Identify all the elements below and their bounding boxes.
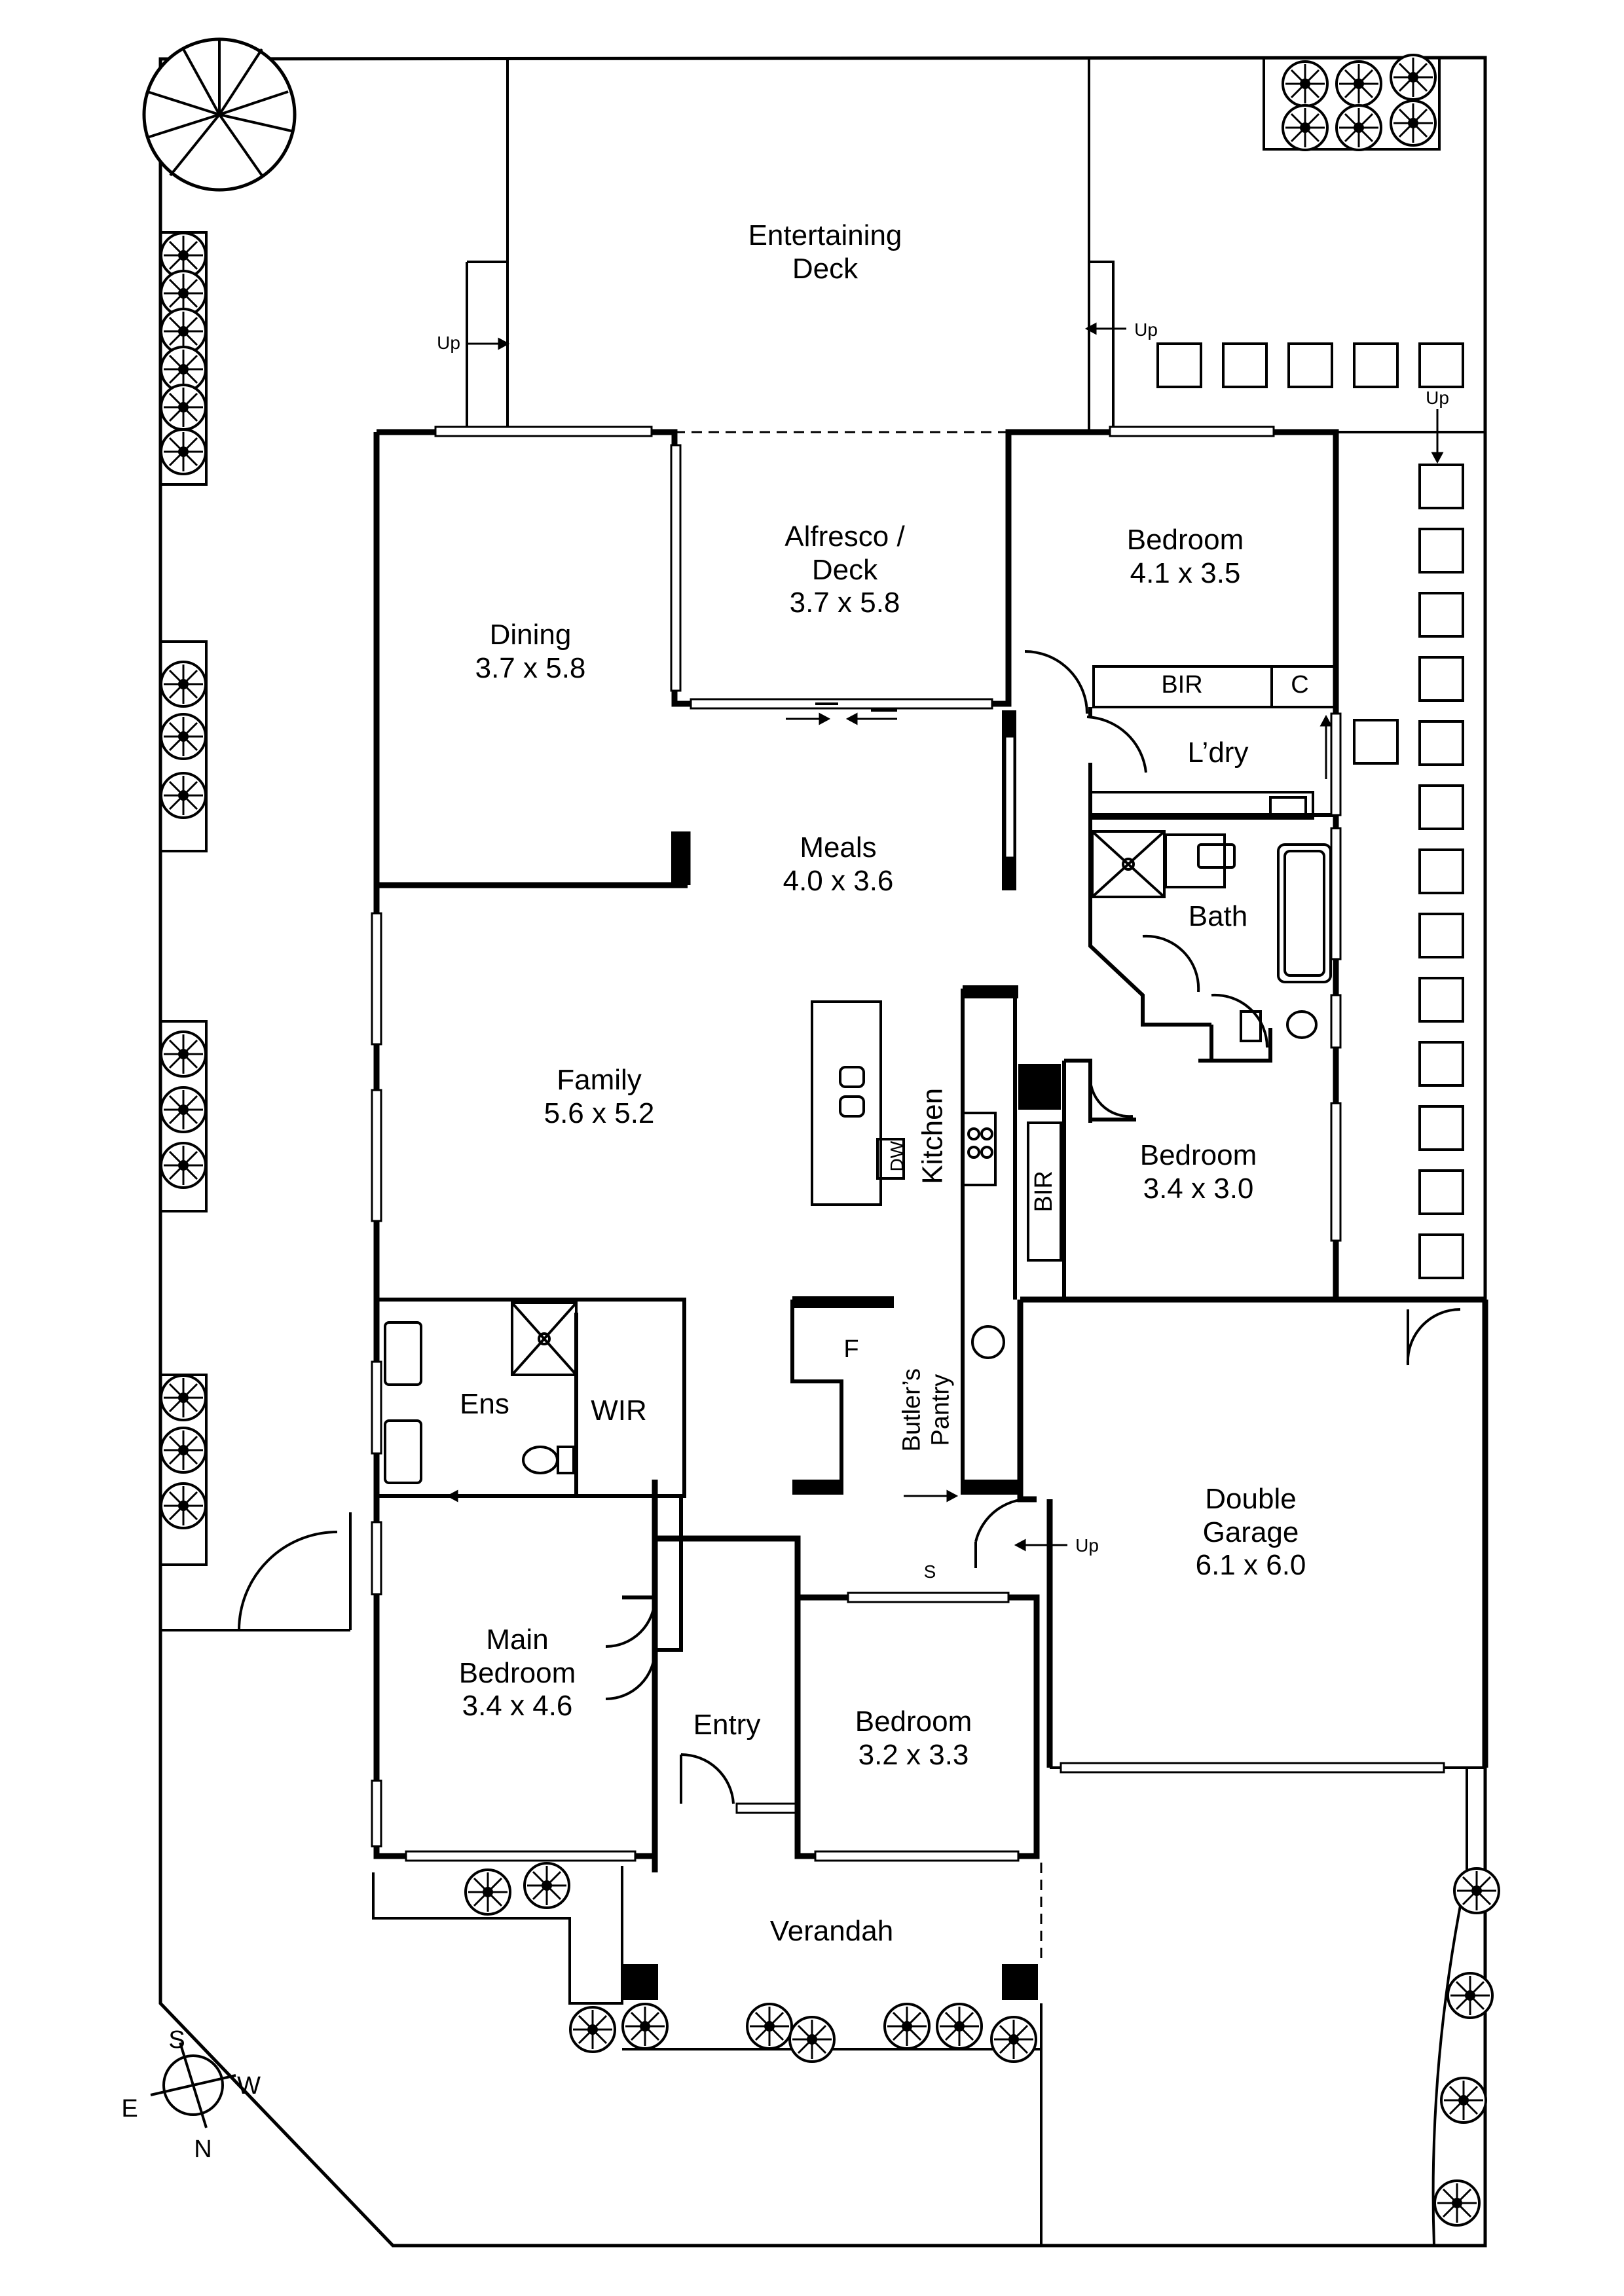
entry-label: Entry bbox=[693, 1709, 761, 1741]
up-label-right: Up bbox=[1134, 319, 1158, 340]
fixtures bbox=[384, 665, 1337, 1484]
up-label-left: Up bbox=[437, 333, 460, 353]
bir-top-label: BIR bbox=[1161, 671, 1203, 699]
door-swings bbox=[238, 650, 1461, 1804]
large-tree-icon bbox=[142, 37, 297, 192]
arrows bbox=[446, 322, 1444, 1552]
s-label: S bbox=[923, 1561, 936, 1582]
compass-w: W bbox=[237, 2072, 261, 2100]
verandah-label: Verandah bbox=[769, 1915, 894, 1947]
dishwasher-label: DW bbox=[886, 1140, 907, 1172]
up-label-garage: Up bbox=[1075, 1535, 1099, 1556]
compass-e: E bbox=[121, 2095, 138, 2123]
stepping-pads bbox=[1156, 342, 1464, 1279]
wir-label: WIR bbox=[591, 1394, 647, 1427]
compass-icon bbox=[150, 2042, 236, 2128]
compass-n: N bbox=[194, 2136, 212, 2163]
windows bbox=[371, 426, 1445, 1862]
kitchen-label: Kitchen bbox=[916, 1087, 949, 1184]
laundry-label: L’dry bbox=[1187, 737, 1249, 769]
up-label-path: Up bbox=[1426, 388, 1449, 408]
cupboard-label: C bbox=[1291, 671, 1309, 699]
ensuite-label: Ens bbox=[460, 1388, 509, 1420]
bir-side-label: BIR bbox=[1030, 1171, 1058, 1212]
bath-label: Bath bbox=[1188, 900, 1248, 932]
fridge-label: F bbox=[843, 1336, 859, 1363]
compass-s: S bbox=[168, 2026, 185, 2054]
